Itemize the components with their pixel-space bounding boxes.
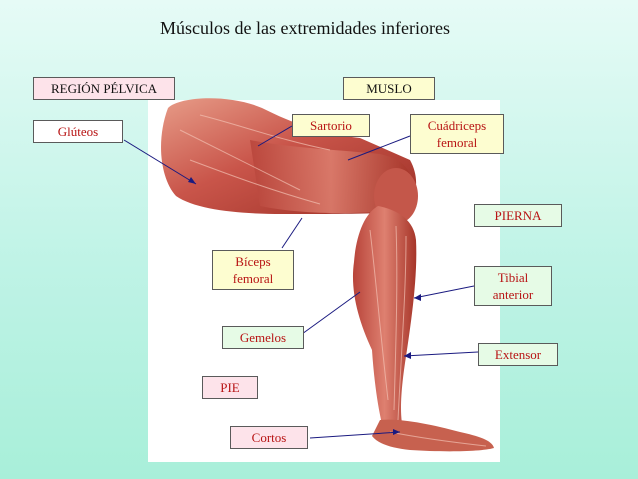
label-sartorio: Sartorio <box>292 114 370 137</box>
label-pie: PIE <box>202 376 258 399</box>
arrowhead-tibial <box>414 294 421 301</box>
leader-gemelos <box>301 291 361 335</box>
label-gluteos: Glúteos <box>33 120 123 143</box>
leader-cuadriceps <box>347 135 411 161</box>
label-cortos: Cortos <box>230 426 308 449</box>
label-muslo: MUSLO <box>343 77 435 100</box>
foot-shape <box>372 419 494 452</box>
leader-lines <box>123 125 479 439</box>
label-region-pelvica: REGIÓN PÉLVICA <box>33 77 175 100</box>
leader-cortos <box>309 431 401 439</box>
leader-tibial <box>413 285 475 299</box>
leader-sartorio <box>257 125 293 147</box>
calf-shape <box>352 206 417 432</box>
leader-extensor <box>403 351 479 357</box>
arrowhead-gluteos <box>188 177 196 184</box>
arrowhead-extensor <box>404 352 411 359</box>
label-gemelos: Gemelos <box>222 326 304 349</box>
label-pierna: PIERNA <box>474 204 562 227</box>
leader-biceps <box>281 217 303 249</box>
arrowhead-cortos <box>393 429 400 435</box>
leader-gluteos <box>123 139 197 185</box>
page-title: Músculos de las extremidades inferiores <box>160 18 450 38</box>
label-extensor: Extensor <box>478 343 558 366</box>
